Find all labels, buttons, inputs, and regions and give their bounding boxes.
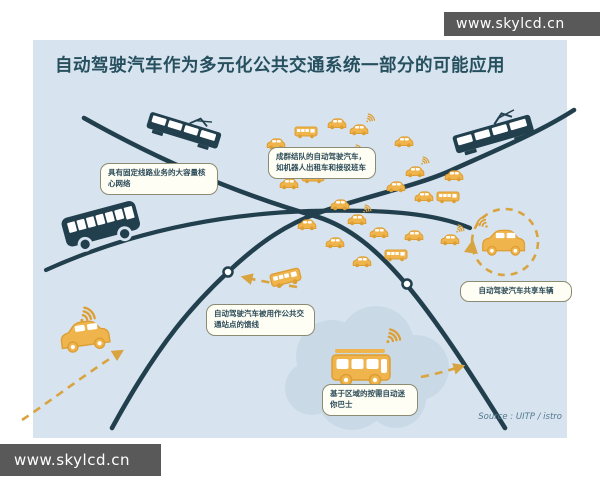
- watermark-top-text: www.skylcd.cn: [456, 16, 565, 32]
- dashed-path-minibus-to-stop: [240, 273, 298, 289]
- callout-shared-vehicles: 自动驾驶汽车共享车辆: [460, 281, 572, 302]
- source-credit: Source : UITP / istro: [478, 412, 562, 422]
- dashed-loop-shared-vehicle: [470, 207, 540, 277]
- dashed-path-car-feeder: [21, 349, 125, 422]
- watermark-bottom: www.skylcd.cn: [0, 444, 161, 476]
- route-line-west-to-loop: [43, 208, 473, 273]
- stop-node: [222, 266, 234, 278]
- stop-node: [401, 278, 413, 290]
- callout-av-fleets: 成群结队的自动驾驶汽车，如机器人出租车和接驳班车: [268, 147, 376, 179]
- callout-on-demand-minibus: 基于区域的按需自动迷你巴士: [322, 384, 418, 416]
- watermark-bottom-text: www.skylcd.cn: [14, 451, 130, 469]
- callout-feeder-service: 自动驾驶汽车被用作公共交通站点的馈线: [206, 304, 315, 336]
- watermark-top: www.skylcd.cn: [444, 12, 600, 36]
- route-line-southwest-northeast: [109, 107, 577, 431]
- loop-arrow-icon: [464, 239, 478, 254]
- callout-core-network: 具有固定线路业务的大容量核心网络: [100, 163, 218, 195]
- dashed-path-minibus-to-route: [420, 363, 466, 379]
- diagram-title: 自动驾驶汽车作为多元化公共交通系统一部分的可能应用: [55, 56, 505, 76]
- minibus-icon: [331, 348, 391, 387]
